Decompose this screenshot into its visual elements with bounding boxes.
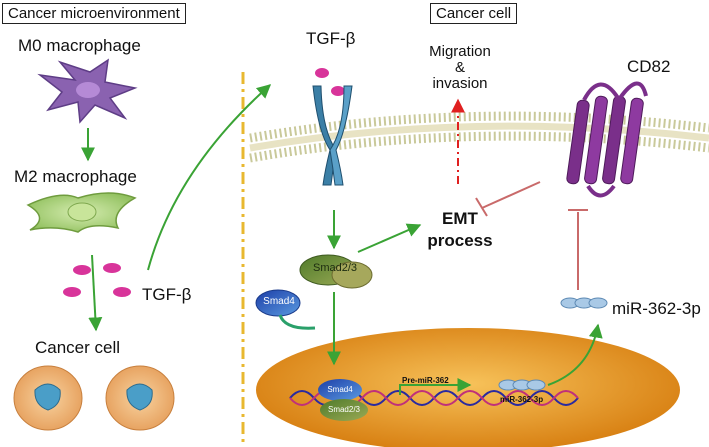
- cd82-protein: [566, 81, 648, 198]
- label-m0-macrophage: M0 macrophage: [18, 36, 141, 55]
- inhibit-cd82-emt: [481, 181, 541, 209]
- arrow-mir-export: [547, 323, 603, 386]
- nuclear-smad23: [320, 399, 368, 421]
- title-cancer-microenvironment: Cancer microenvironment: [2, 3, 186, 24]
- mir-molecule-nucleus: [498, 379, 546, 391]
- label-emt-process: process: [427, 231, 493, 250]
- cell-membrane: [249, 111, 709, 163]
- label-m2-macrophage: M2 macrophage: [14, 167, 137, 186]
- tgf-beta-molecules-left: [63, 263, 131, 297]
- smad4-protein: [255, 289, 301, 317]
- arrow-m2-to-cancer-cell: [88, 254, 103, 332]
- title-cancer-cell: Cancer cell: [430, 3, 518, 24]
- cancer-cells: [13, 365, 175, 431]
- label-nuclear-mir: miR-362-3p: [500, 395, 544, 404]
- label-tgf-beta-right: TGF-β: [306, 29, 356, 48]
- m2-macrophage: [26, 192, 137, 233]
- label-tgf-beta-left: TGF-β: [142, 285, 192, 304]
- label-invasion: invasion: [432, 75, 488, 92]
- tgf-beta-receptor: [312, 68, 353, 186]
- label-smad4: Smad4: [263, 296, 295, 307]
- label-pre-mir-362: Pre-miR-362: [402, 376, 449, 385]
- label-emt: EMT: [442, 209, 478, 228]
- arrow-smad-to-emt: [357, 223, 422, 253]
- label-migration: Migration: [429, 43, 491, 60]
- arrow-tgf-to-receptor: [147, 84, 272, 271]
- mir-molecule-cytoplasm: [560, 297, 608, 309]
- label-smad23: Smad2/3: [312, 262, 358, 274]
- label-ampersand: &: [454, 59, 465, 76]
- label-cd82: CD82: [627, 57, 671, 76]
- label-nuclear-smad4: Smad4: [327, 385, 353, 394]
- label-mir-362-3p: miR-362-3p: [612, 299, 701, 318]
- arrow-pre-mir: [399, 378, 472, 395]
- label-cancer-cell-left: Cancer cell: [35, 338, 121, 357]
- m0-macrophage: [37, 58, 138, 124]
- label-nuclear-smad23: Smad2/3: [327, 405, 361, 414]
- nuclear-smad4: [318, 379, 362, 401]
- smad4-link: [278, 314, 316, 330]
